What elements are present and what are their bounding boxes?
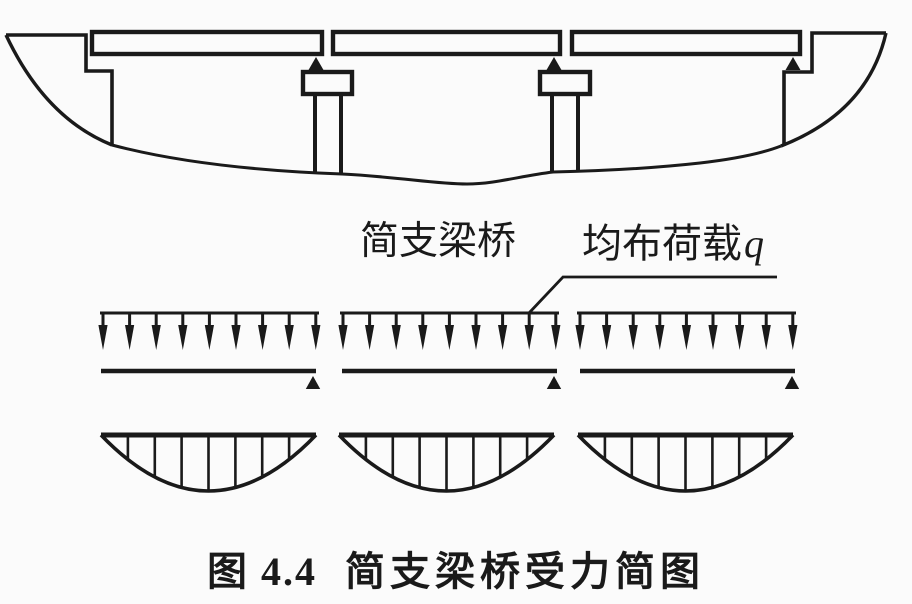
pier-1-column <box>313 94 343 173</box>
pier-2-cap <box>537 69 593 97</box>
figure-title: 简支梁桥受力简图 <box>345 549 705 594</box>
load-span-2 <box>338 313 560 350</box>
bearing-triangle-pier-1 <box>308 56 324 71</box>
moment-diagram <box>101 435 793 491</box>
bridge-elevation <box>4 29 888 186</box>
pier-2-column <box>550 94 580 171</box>
load-symbol-q: q <box>744 221 764 266</box>
load-label-leader-line <box>527 275 777 314</box>
bridge-type-label: 简支梁桥 <box>360 220 517 263</box>
beam-line-span-2 <box>342 371 561 389</box>
distributed-load-text: 均布荷载 <box>582 221 742 266</box>
left-abutment-slope <box>4 34 113 147</box>
right-abutment-outline <box>782 31 886 146</box>
beam-line-diagram <box>101 371 799 389</box>
deck-beam-span-1 <box>89 29 325 57</box>
pier-1-cap <box>300 69 355 97</box>
beam-line-span-1 <box>101 371 320 389</box>
moment-span-3 <box>578 435 793 491</box>
moment-span-1 <box>101 435 316 491</box>
left-abutment-outline <box>6 33 114 146</box>
load-span-3 <box>575 313 797 350</box>
bearing-triangle-right-abutment <box>785 56 801 71</box>
deck-beam-span-2 <box>330 29 563 57</box>
right-abutment-slope <box>780 32 888 148</box>
figure-caption: 图 4.4 简支梁桥受力简图 <box>207 539 705 597</box>
bearing-triangle-pier-2 <box>546 56 562 71</box>
deck-beam-span-3 <box>569 29 803 57</box>
load-diagram <box>98 313 797 350</box>
load-span-1 <box>98 313 320 350</box>
ground-line <box>111 143 782 186</box>
moment-span-2 <box>339 435 554 491</box>
beam-line-span-3 <box>580 371 799 389</box>
distributed-load-label: 均布荷载q <box>582 222 764 266</box>
figure-number: 图 4.4 <box>207 549 317 594</box>
